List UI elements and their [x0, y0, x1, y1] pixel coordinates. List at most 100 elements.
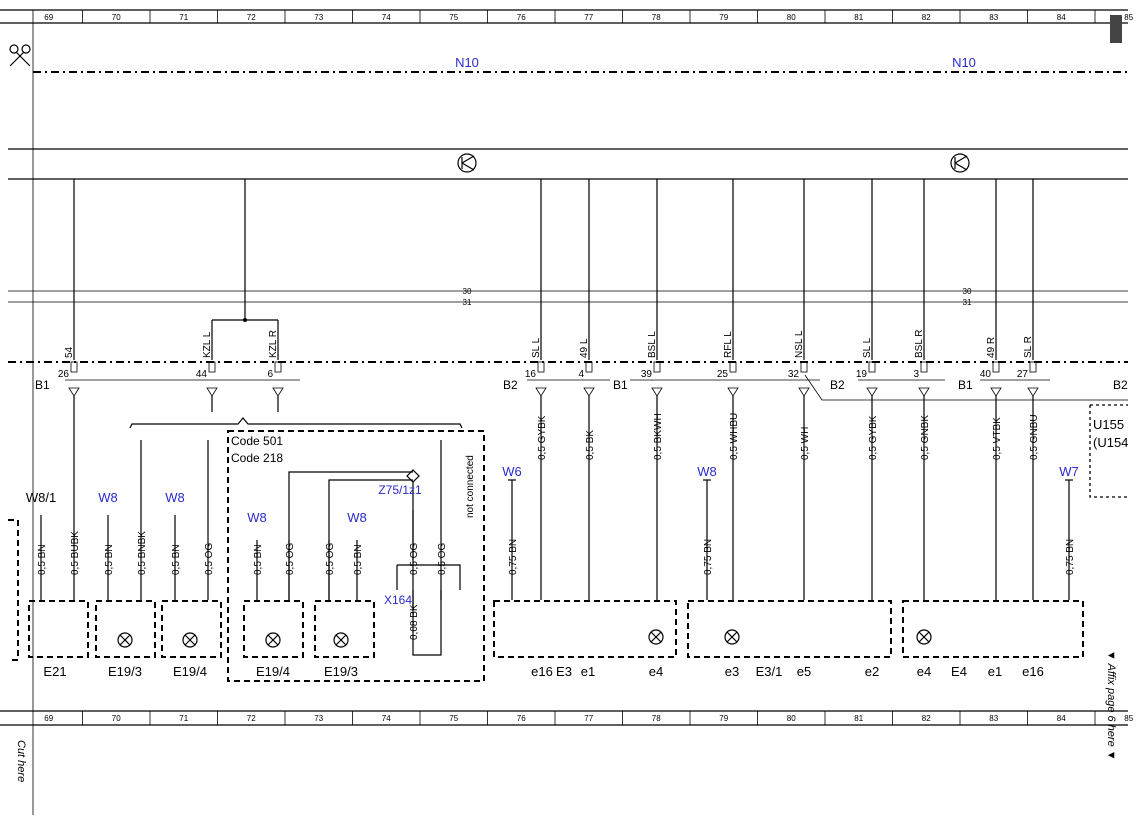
component-box [902, 600, 1084, 658]
pin-function-label: 49 R [986, 337, 997, 358]
terminal-label: e16 [531, 664, 553, 679]
pin-function-label: RFL L [723, 331, 734, 358]
u155-box [1089, 404, 1128, 498]
wire-label: 0,5 BUBK [70, 531, 81, 575]
ground-label: W8 [98, 490, 118, 505]
ruler-label: 80 [787, 13, 796, 22]
pin-number: 16 [525, 369, 537, 380]
connector-arrow [583, 387, 595, 397]
code-label: Code 501 [231, 434, 283, 448]
page-tab-icon [1110, 15, 1122, 43]
transistor-icon [457, 153, 477, 173]
pin-function-label: SL L [862, 337, 873, 358]
lamp-icon [184, 634, 196, 646]
connector-pin [274, 361, 282, 373]
pin-function-label: 54 [64, 346, 75, 358]
pin-function-label: SL R [1023, 336, 1034, 358]
wire-label: 0,5 BN [104, 544, 115, 575]
bus-label: 31 [463, 298, 472, 307]
connector-arrow [918, 387, 930, 397]
ruler-label: 80 [787, 714, 796, 723]
code-brace [129, 417, 463, 429]
ruler-label: 75 [449, 13, 458, 22]
wire-label: 0,5 BKWH [653, 413, 664, 460]
pin-function-label: BSL R [914, 329, 925, 358]
ruler-label: 85 [1124, 13, 1133, 22]
connector-pin [1029, 361, 1037, 373]
wire-label: 0,5 GNBK [920, 415, 931, 460]
pin-function-label: KZL R [268, 330, 279, 358]
lamp-icon [335, 634, 347, 646]
pin-function-label: NSL L [794, 330, 805, 358]
pin-function-label: BSL L [647, 331, 658, 358]
wire-label: 0,5 OG [437, 543, 448, 575]
ruler-label: 75 [449, 714, 458, 723]
lamp-icon [918, 631, 930, 643]
ruler-label: 70 [112, 13, 121, 22]
connector-label: B2 [1113, 378, 1128, 392]
ground-label: W8 [247, 510, 267, 525]
connector-arrow [272, 387, 284, 397]
x164-label: X164 [384, 593, 412, 607]
component-box [28, 600, 89, 658]
code-box [227, 430, 485, 682]
ruler-label: 77 [584, 13, 593, 22]
ruler-label: 81 [854, 714, 863, 723]
wire-label: 0,5 BNBK [137, 531, 148, 575]
pin-function-label: SL L [531, 337, 542, 358]
ruler-label: 71 [179, 13, 188, 22]
ruler-label: 69 [44, 13, 53, 22]
lamp-icon [267, 634, 279, 646]
bus-label: 30 [963, 287, 972, 296]
connector-arrow [206, 387, 218, 397]
component-label: E21 [43, 664, 66, 679]
connector-arrow [68, 387, 80, 397]
connector-label: B1 [613, 378, 628, 392]
ruler-label: 72 [247, 714, 256, 723]
pin-number: 19 [856, 369, 868, 380]
connector-pin [800, 361, 808, 373]
wire-label: 0,5 BN [353, 544, 364, 575]
ruler-label: 70 [112, 714, 121, 723]
wire-label: 0,5 BN [37, 544, 48, 575]
bottom-ruler: 697071727374757677787980818283848586 [0, 710, 1134, 726]
component-label: E19/4 [256, 664, 290, 679]
module-label-right: N10 [952, 55, 976, 70]
wire-label: 0,75 BN [703, 539, 714, 575]
terminal-label: e3 [725, 664, 739, 679]
u155-label: U155 [1093, 417, 1124, 432]
wire-label: 0,5 VTBK [992, 417, 1003, 460]
wire-label: 0,5 GYBK [868, 415, 879, 460]
z75-wire [328, 479, 413, 600]
ruler-label: 84 [1057, 13, 1066, 22]
connector-pin [729, 361, 737, 373]
wire-label: 0,5 BN [171, 544, 182, 575]
bus-label: 31 [963, 298, 972, 307]
ruler-label: 84 [1057, 714, 1066, 723]
wire-label: 0,5 GNBU [1029, 414, 1040, 460]
connector-pin [653, 361, 661, 373]
terminal-label: e4 [649, 664, 663, 679]
pin-number: 44 [196, 369, 208, 380]
ruler-label: 76 [517, 714, 526, 723]
connector-label: B2 [830, 378, 845, 392]
component-box [687, 600, 892, 658]
component-label: E4 [951, 664, 967, 679]
connector-arrow [727, 387, 739, 397]
lamp-icon [182, 632, 198, 648]
wire-label: 0,5 OG [409, 543, 420, 575]
ruler-label: 78 [652, 13, 661, 22]
component-box [243, 600, 304, 658]
component-box [95, 600, 156, 658]
connector-arrow [651, 387, 663, 397]
x164-connector [396, 564, 461, 590]
ruler-label: 77 [584, 714, 593, 723]
connector-pin [537, 361, 545, 373]
lamp-icon [724, 629, 740, 645]
component-label: E19/3 [108, 664, 142, 679]
ruler-label: 76 [517, 13, 526, 22]
terminal-label: e4 [917, 664, 931, 679]
connector-label: B1 [958, 378, 973, 392]
lamp-icon [119, 634, 131, 646]
